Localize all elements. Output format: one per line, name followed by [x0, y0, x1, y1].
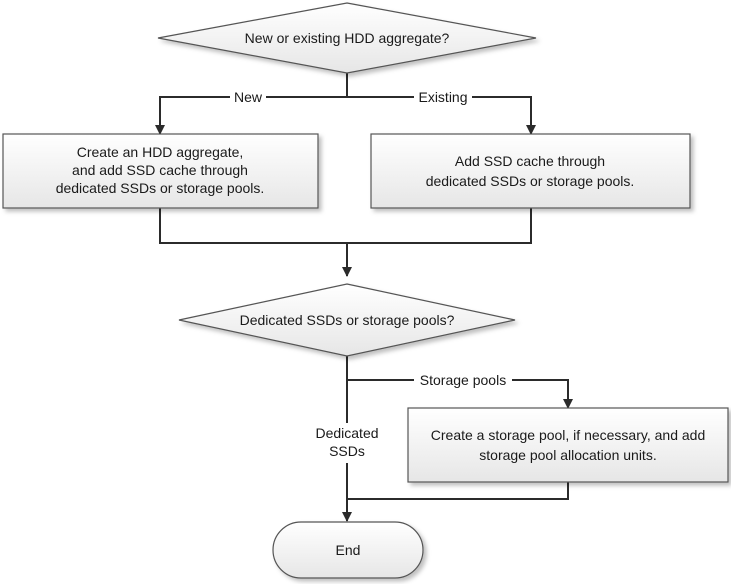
- edge-label-dedicated-line-2: SSDs: [329, 443, 365, 459]
- edge-label-existing-text: Existing: [418, 89, 467, 105]
- process-create-line-1: Create an HDD aggregate,: [77, 144, 244, 160]
- edge-label-existing: Existing: [414, 88, 472, 106]
- edge-label-new-text: New: [234, 89, 263, 105]
- edge-label-storage-pools: Storage pools: [414, 371, 512, 389]
- terminator-end-text: End: [336, 542, 361, 558]
- edge-merge: [159, 208, 532, 244]
- process-create-line-3: dedicated SSDs or storage pools.: [56, 180, 265, 196]
- decision-hdd-aggregate: New or existing HDD aggregate?: [157, 2, 537, 74]
- process-add-line-2: dedicated SSDs or storage pools.: [426, 173, 635, 189]
- decision-ssd-type-text: Dedicated SSDs or storage pools?: [240, 312, 455, 328]
- edge-label-dedicated-ssds: Dedicated SSDs: [310, 423, 384, 463]
- process-pool-line-1: Create a storage pool, if necessary, and…: [431, 427, 705, 443]
- edge-label-dedicated-line-1: Dedicated: [315, 425, 378, 441]
- process-create-storage-pool: Create a storage pool, if necessary, and…: [407, 407, 729, 483]
- process-create-line-2: and add SSD cache through: [72, 162, 248, 178]
- decision-hdd-aggregate-text: New or existing HDD aggregate?: [245, 30, 450, 46]
- edge-label-storage-pools-text: Storage pools: [420, 372, 506, 388]
- edge-label-new: New: [230, 88, 266, 106]
- process-create-hdd-aggregate: Create an HDD aggregate, and add SSD cac…: [2, 133, 319, 209]
- edge-new: [155, 96, 347, 135]
- process-add-ssd-cache: Add SSD cache through dedicated SSDs or …: [370, 133, 691, 209]
- edge-pool-to-end: [347, 482, 569, 500]
- terminator-end: End: [272, 521, 424, 579]
- process-pool-line-2: storage pool allocation units.: [479, 447, 656, 463]
- edge-existing: [347, 96, 536, 135]
- process-add-line-1: Add SSD cache through: [455, 153, 605, 169]
- decision-ssd-type: Dedicated SSDs or storage pools?: [178, 283, 516, 357]
